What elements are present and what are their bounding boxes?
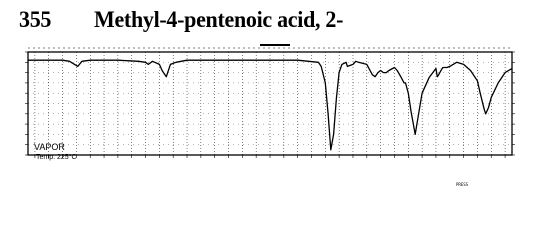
footer-credit: PRESS — [456, 182, 469, 187]
grid — [28, 52, 512, 155]
transmittance-curve — [28, 59, 513, 151]
ir-spectrum-chart: VAPOR Temp. 225°C PRESS — [25, 44, 515, 187]
sample-temp-label: Temp. 225°C — [36, 153, 77, 161]
axis-ticks — [25, 51, 515, 158]
spectrum-header: 355 Methyl-4-pentenoic acid, 2- — [0, 0, 557, 40]
sample-phase-label: VAPOR — [34, 142, 65, 152]
entry-number: 355 — [19, 6, 52, 33]
compound-name: Methyl-4-pentenoic acid, 2- — [94, 6, 344, 33]
